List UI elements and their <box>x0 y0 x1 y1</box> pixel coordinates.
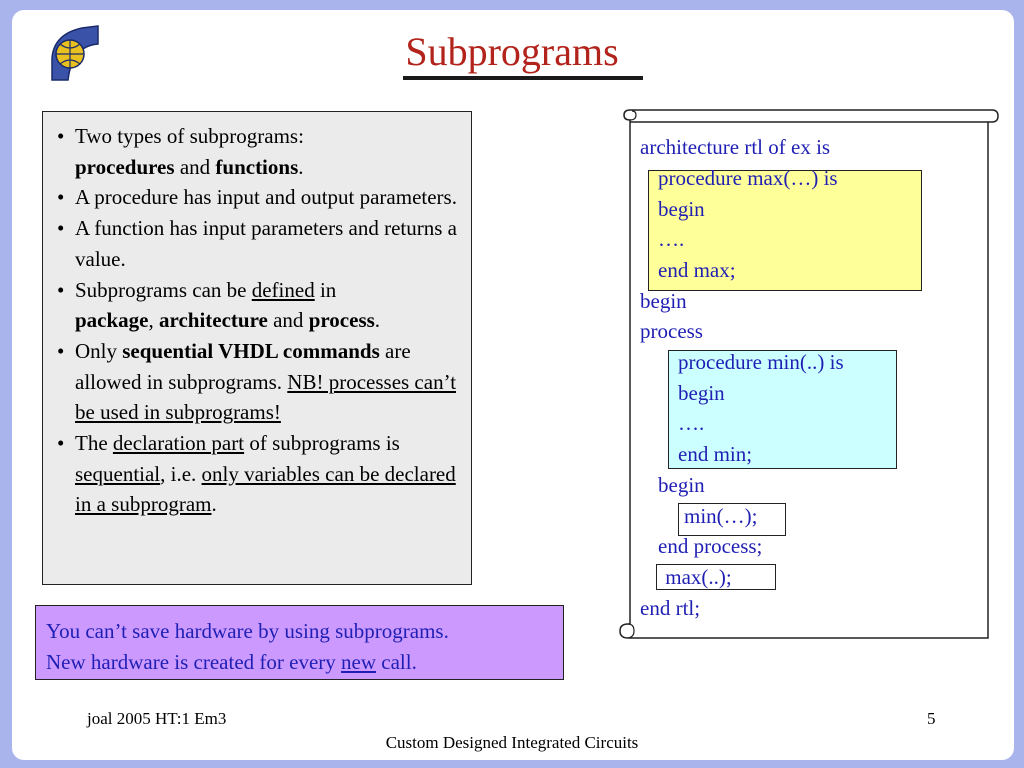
code-line: end max; <box>658 258 736 282</box>
page-title: Subprograms <box>405 29 619 74</box>
code-line: begin <box>658 197 705 221</box>
footer-author: joal 2005 HT:1 Em3 <box>87 709 227 728</box>
code-line: …. <box>658 227 685 251</box>
min-call-box <box>678 503 786 536</box>
code-line: process <box>640 319 703 343</box>
code-line: procedure min(..) is <box>678 350 844 374</box>
bullet-list-box: Two types of subprograms: procedures and… <box>42 111 472 585</box>
list-item: The declaration part of subprograms is s… <box>57 428 461 520</box>
list-item: Two types of subprograms: procedures and… <box>57 121 461 182</box>
code-line: begin <box>678 381 725 405</box>
code-line: end min; <box>678 442 753 466</box>
code-line: …. <box>678 411 705 435</box>
university-logo-icon <box>51 25 99 81</box>
footer-course-title: Custom Designed Integrated Circuits <box>385 733 639 752</box>
list-item: A procedure has input and output paramet… <box>57 182 461 213</box>
list-item: Only sequential VHDL commands are allowe… <box>57 336 461 428</box>
code-line: end rtl; <box>640 596 701 620</box>
note-box: You can’t save hardware by using subprog… <box>35 605 564 680</box>
page-number: 5 <box>927 709 936 728</box>
list-item: Subprograms can be defined in package, a… <box>57 275 461 336</box>
max-procedure-box <box>648 170 922 291</box>
code-line: begin <box>658 473 705 497</box>
code-line: architecture rtl of ex is <box>640 135 831 159</box>
code-line: end process; <box>658 534 763 558</box>
code-line: procedure max(…) is <box>658 166 838 190</box>
min-procedure-box <box>668 350 897 469</box>
max-call-box <box>656 564 776 590</box>
code-line: begin <box>640 289 687 313</box>
code-line: max(..); <box>660 565 732 589</box>
title-underline <box>403 76 643 80</box>
code-line: min(…); <box>684 504 758 528</box>
list-item: A function has input parameters and retu… <box>57 213 461 274</box>
